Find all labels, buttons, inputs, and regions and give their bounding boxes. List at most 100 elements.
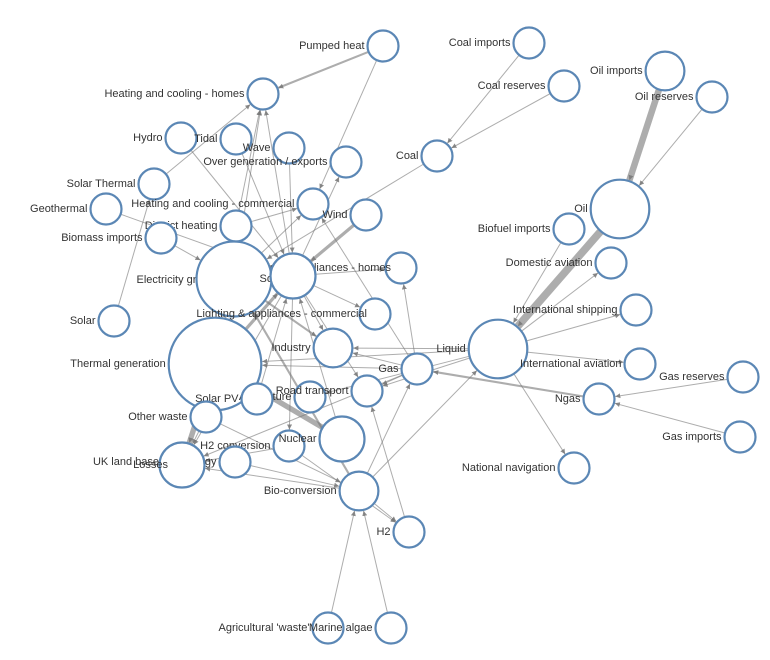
node-circle[interactable] (420, 139, 454, 173)
node-circle[interactable] (338, 470, 380, 512)
node-national-navigation[interactable]: National navigation (462, 451, 591, 485)
node-gas[interactable]: Gas (378, 352, 434, 386)
node-oil-imports[interactable]: Oil imports (590, 50, 686, 92)
node-circle[interactable] (296, 187, 330, 221)
node-circle[interactable] (392, 515, 426, 549)
node-hydro[interactable]: Hydro (133, 121, 198, 155)
node-agricultural-waste[interactable]: Agricultural 'waste' (218, 611, 345, 645)
node-electricity-node[interactable] (269, 252, 317, 300)
node-wave[interactable]: Wave (243, 131, 306, 165)
node-gas-reserves[interactable]: Gas reserves (659, 360, 760, 394)
node-tidal[interactable]: Tidal (194, 122, 253, 156)
node-other-waste[interactable]: Other waste (128, 400, 223, 434)
node-coal-imports[interactable]: Coal imports (449, 26, 546, 60)
node-nuclear[interactable]: Nuclear (279, 415, 366, 463)
node-circle[interactable] (594, 246, 628, 280)
node-circle[interactable] (312, 327, 354, 369)
node-thermal-generation[interactable]: Thermal generation (70, 316, 263, 412)
node-label: Wind (322, 209, 347, 221)
node-label: Agricultural 'waste' (218, 622, 309, 634)
node-circle[interactable] (311, 611, 345, 645)
node-domestic-aviation[interactable]: Domestic aviation (506, 246, 628, 280)
node-gas-imports[interactable]: Gas imports (662, 420, 757, 454)
node-circle[interactable] (293, 380, 327, 414)
node-circle[interactable] (366, 29, 400, 63)
link-solar-to-solar-thermal (117, 199, 151, 307)
node-solar-thermal[interactable]: Solar Thermal (67, 167, 171, 201)
node-wind[interactable]: Wind (322, 198, 383, 232)
node-geothermal[interactable]: Geothermal (30, 192, 123, 226)
node-h2[interactable]: H2 (376, 515, 426, 549)
node-circle[interactable] (269, 252, 317, 300)
node-marine-algae[interactable]: Marine algae (309, 611, 408, 645)
node-circle[interactable] (350, 374, 384, 408)
node-circle[interactable] (374, 611, 408, 645)
node-circle[interactable] (726, 360, 760, 394)
node-pumped-heat[interactable]: Pumped heat (299, 29, 400, 63)
node-circle[interactable] (512, 26, 546, 60)
node-circle[interactable] (467, 318, 529, 380)
node-circle[interactable] (97, 304, 131, 338)
node-bio-conversion[interactable]: Bio-conversion (264, 470, 380, 512)
node-circle[interactable] (158, 441, 206, 489)
node-circle[interactable] (89, 192, 123, 226)
node-international-shipping[interactable]: International shipping (513, 293, 653, 327)
link-solar-thermal-to-heating-homes (165, 104, 251, 175)
node-oil-reserves[interactable]: Oil reserves (635, 80, 729, 114)
node-circle[interactable] (240, 382, 274, 416)
node-circle[interactable] (723, 420, 757, 454)
node-losses[interactable]: Losses (133, 441, 206, 489)
link-wave-to-electricity-node (289, 163, 295, 253)
node-circle[interactable] (218, 445, 252, 479)
node-circle[interactable] (329, 145, 363, 179)
link-gas-to-industry (352, 351, 403, 366)
node-circle[interactable] (623, 347, 657, 381)
node-circle[interactable] (246, 77, 280, 111)
node-lighting-commercial[interactable]: Lighting & appliances - commercial (196, 297, 392, 331)
node-coal-reserves[interactable]: Coal reserves (478, 69, 581, 103)
node-label: Biomass imports (61, 232, 143, 244)
node-heating-commercial[interactable]: Heating and cooling - commercial (131, 187, 330, 221)
node-circle[interactable] (272, 429, 306, 463)
node-liquid[interactable]: Liquid (436, 318, 529, 380)
node-circle[interactable] (619, 293, 653, 327)
node-over-generation[interactable]: Over generation / exports (203, 145, 363, 179)
node-circle[interactable] (318, 415, 366, 463)
node-label: Other waste (128, 411, 187, 423)
node-biofuel-imports[interactable]: Biofuel imports (478, 212, 586, 246)
node-label: Losses (133, 459, 168, 471)
node-circle[interactable] (189, 400, 223, 434)
node-industry[interactable]: Industry (271, 327, 354, 369)
node-circle[interactable] (400, 352, 434, 386)
node-circle[interactable] (384, 251, 418, 285)
node-oil[interactable]: Oil (574, 178, 651, 240)
node-circle[interactable] (557, 451, 591, 485)
node-circle[interactable] (695, 80, 729, 114)
node-circle[interactable] (589, 178, 651, 240)
node-coal[interactable]: Coal (396, 139, 454, 173)
node-circle[interactable] (582, 382, 616, 416)
node-circle[interactable] (164, 121, 198, 155)
node-circle[interactable] (219, 209, 253, 243)
node-circle[interactable] (644, 50, 686, 92)
node-biomass-imports[interactable]: Biomass imports (61, 221, 178, 255)
node-circle[interactable] (137, 167, 171, 201)
node-circle[interactable] (272, 131, 306, 165)
node-heating-homes[interactable]: Heating and cooling - homes (104, 77, 280, 111)
node-circle[interactable] (358, 297, 392, 331)
link-other-waste-to-losses (192, 430, 200, 445)
node-international-aviation[interactable]: International aviation (520, 347, 657, 381)
node-circle[interactable] (547, 69, 581, 103)
node-label: Heating and cooling - homes (104, 88, 245, 100)
node-solar[interactable]: Solar (70, 304, 131, 338)
node-label: Over generation / exports (203, 156, 328, 168)
node-ngas[interactable]: Ngas (555, 382, 616, 416)
node-circle[interactable] (552, 212, 586, 246)
node-circle[interactable] (219, 122, 253, 156)
node-circle[interactable] (349, 198, 383, 232)
link-gas-to-heating-commercial (321, 217, 410, 357)
node-circle[interactable] (144, 221, 178, 255)
node-label: Liquid (436, 343, 465, 355)
node-road-transport[interactable]: Road transport (276, 374, 384, 408)
